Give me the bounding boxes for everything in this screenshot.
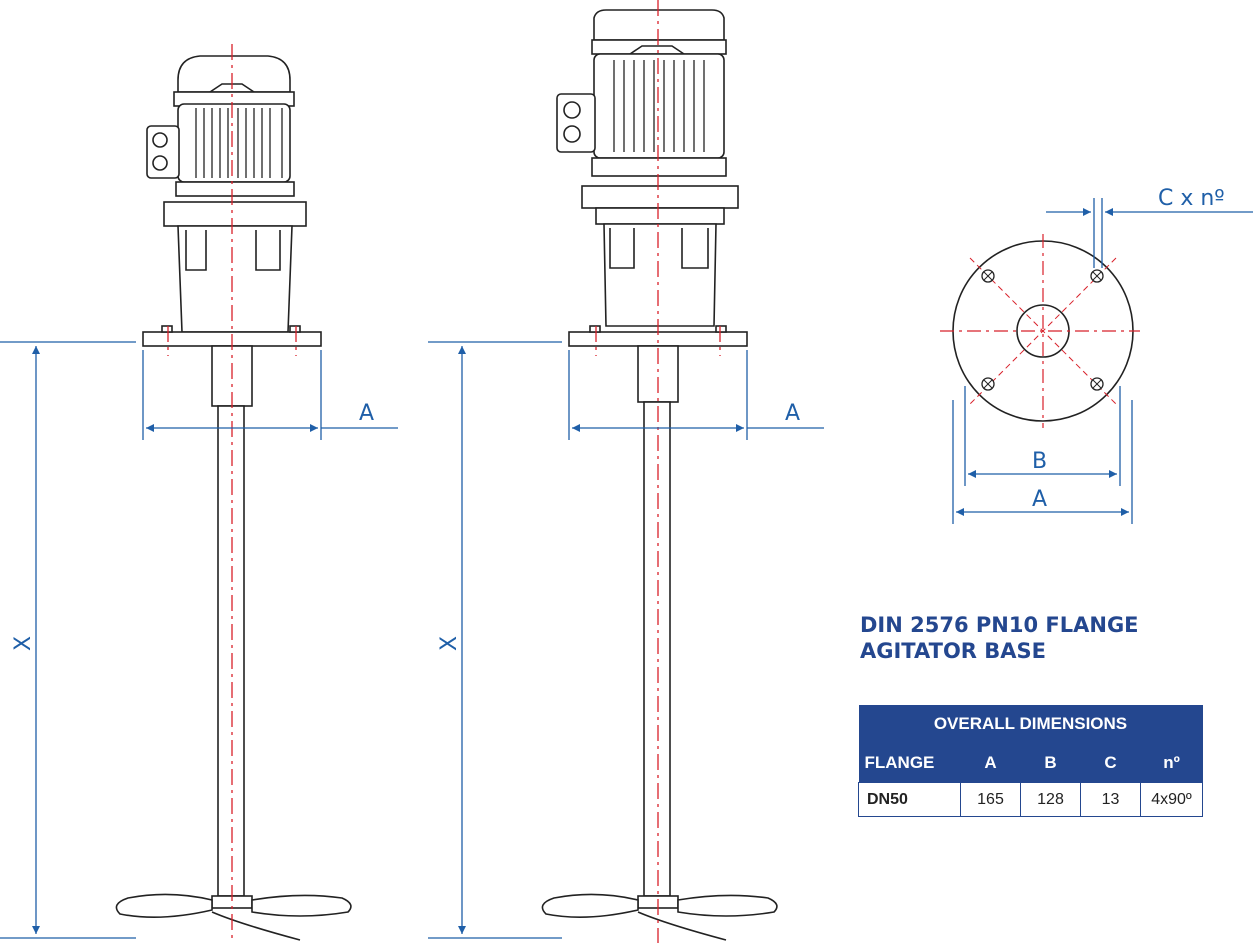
cell-flange: DN50 bbox=[858, 782, 961, 817]
column-header-n: nº bbox=[1140, 743, 1203, 783]
dim-label-c-n: C x nº bbox=[1158, 186, 1225, 211]
flange-heading: DIN 2576 PN10 FLANGE AGITATOR BASE bbox=[860, 612, 1240, 664]
heading-line-2: AGITATOR BASE bbox=[860, 639, 1047, 663]
column-header-b: B bbox=[1020, 743, 1081, 783]
dim-label-x-left: X bbox=[11, 636, 36, 651]
column-header-a: A bbox=[960, 743, 1021, 783]
table-row: DN50 165 128 13 4x90º bbox=[858, 782, 1203, 817]
dim-label-a-middle: A bbox=[785, 401, 800, 426]
cell-a: 165 bbox=[960, 782, 1021, 817]
flange-top-view bbox=[940, 198, 1253, 524]
dimension-lines bbox=[0, 341, 824, 939]
center-lines bbox=[167, 0, 721, 943]
cell-b: 128 bbox=[1020, 782, 1081, 817]
cell-n: 4x90º bbox=[1140, 782, 1203, 817]
column-header-c: C bbox=[1080, 743, 1141, 783]
dim-label-a-flange: A bbox=[1032, 487, 1047, 512]
heading-line-1: DIN 2576 PN10 FLANGE bbox=[860, 613, 1139, 637]
dim-label-b: B bbox=[1032, 449, 1047, 474]
agitator-left bbox=[115, 55, 352, 941]
column-header-flange: FLANGE bbox=[858, 743, 961, 783]
dim-label-a-left: A bbox=[359, 401, 374, 426]
cell-c: 13 bbox=[1080, 782, 1141, 817]
dimensions-table: OVERALL DIMENSIONS FLANGE A B C nº DN50 … bbox=[858, 705, 1203, 817]
dim-label-x-middle: X bbox=[437, 636, 462, 651]
table-title: OVERALL DIMENSIONS bbox=[858, 705, 1203, 744]
agitator-right bbox=[541, 9, 778, 941]
